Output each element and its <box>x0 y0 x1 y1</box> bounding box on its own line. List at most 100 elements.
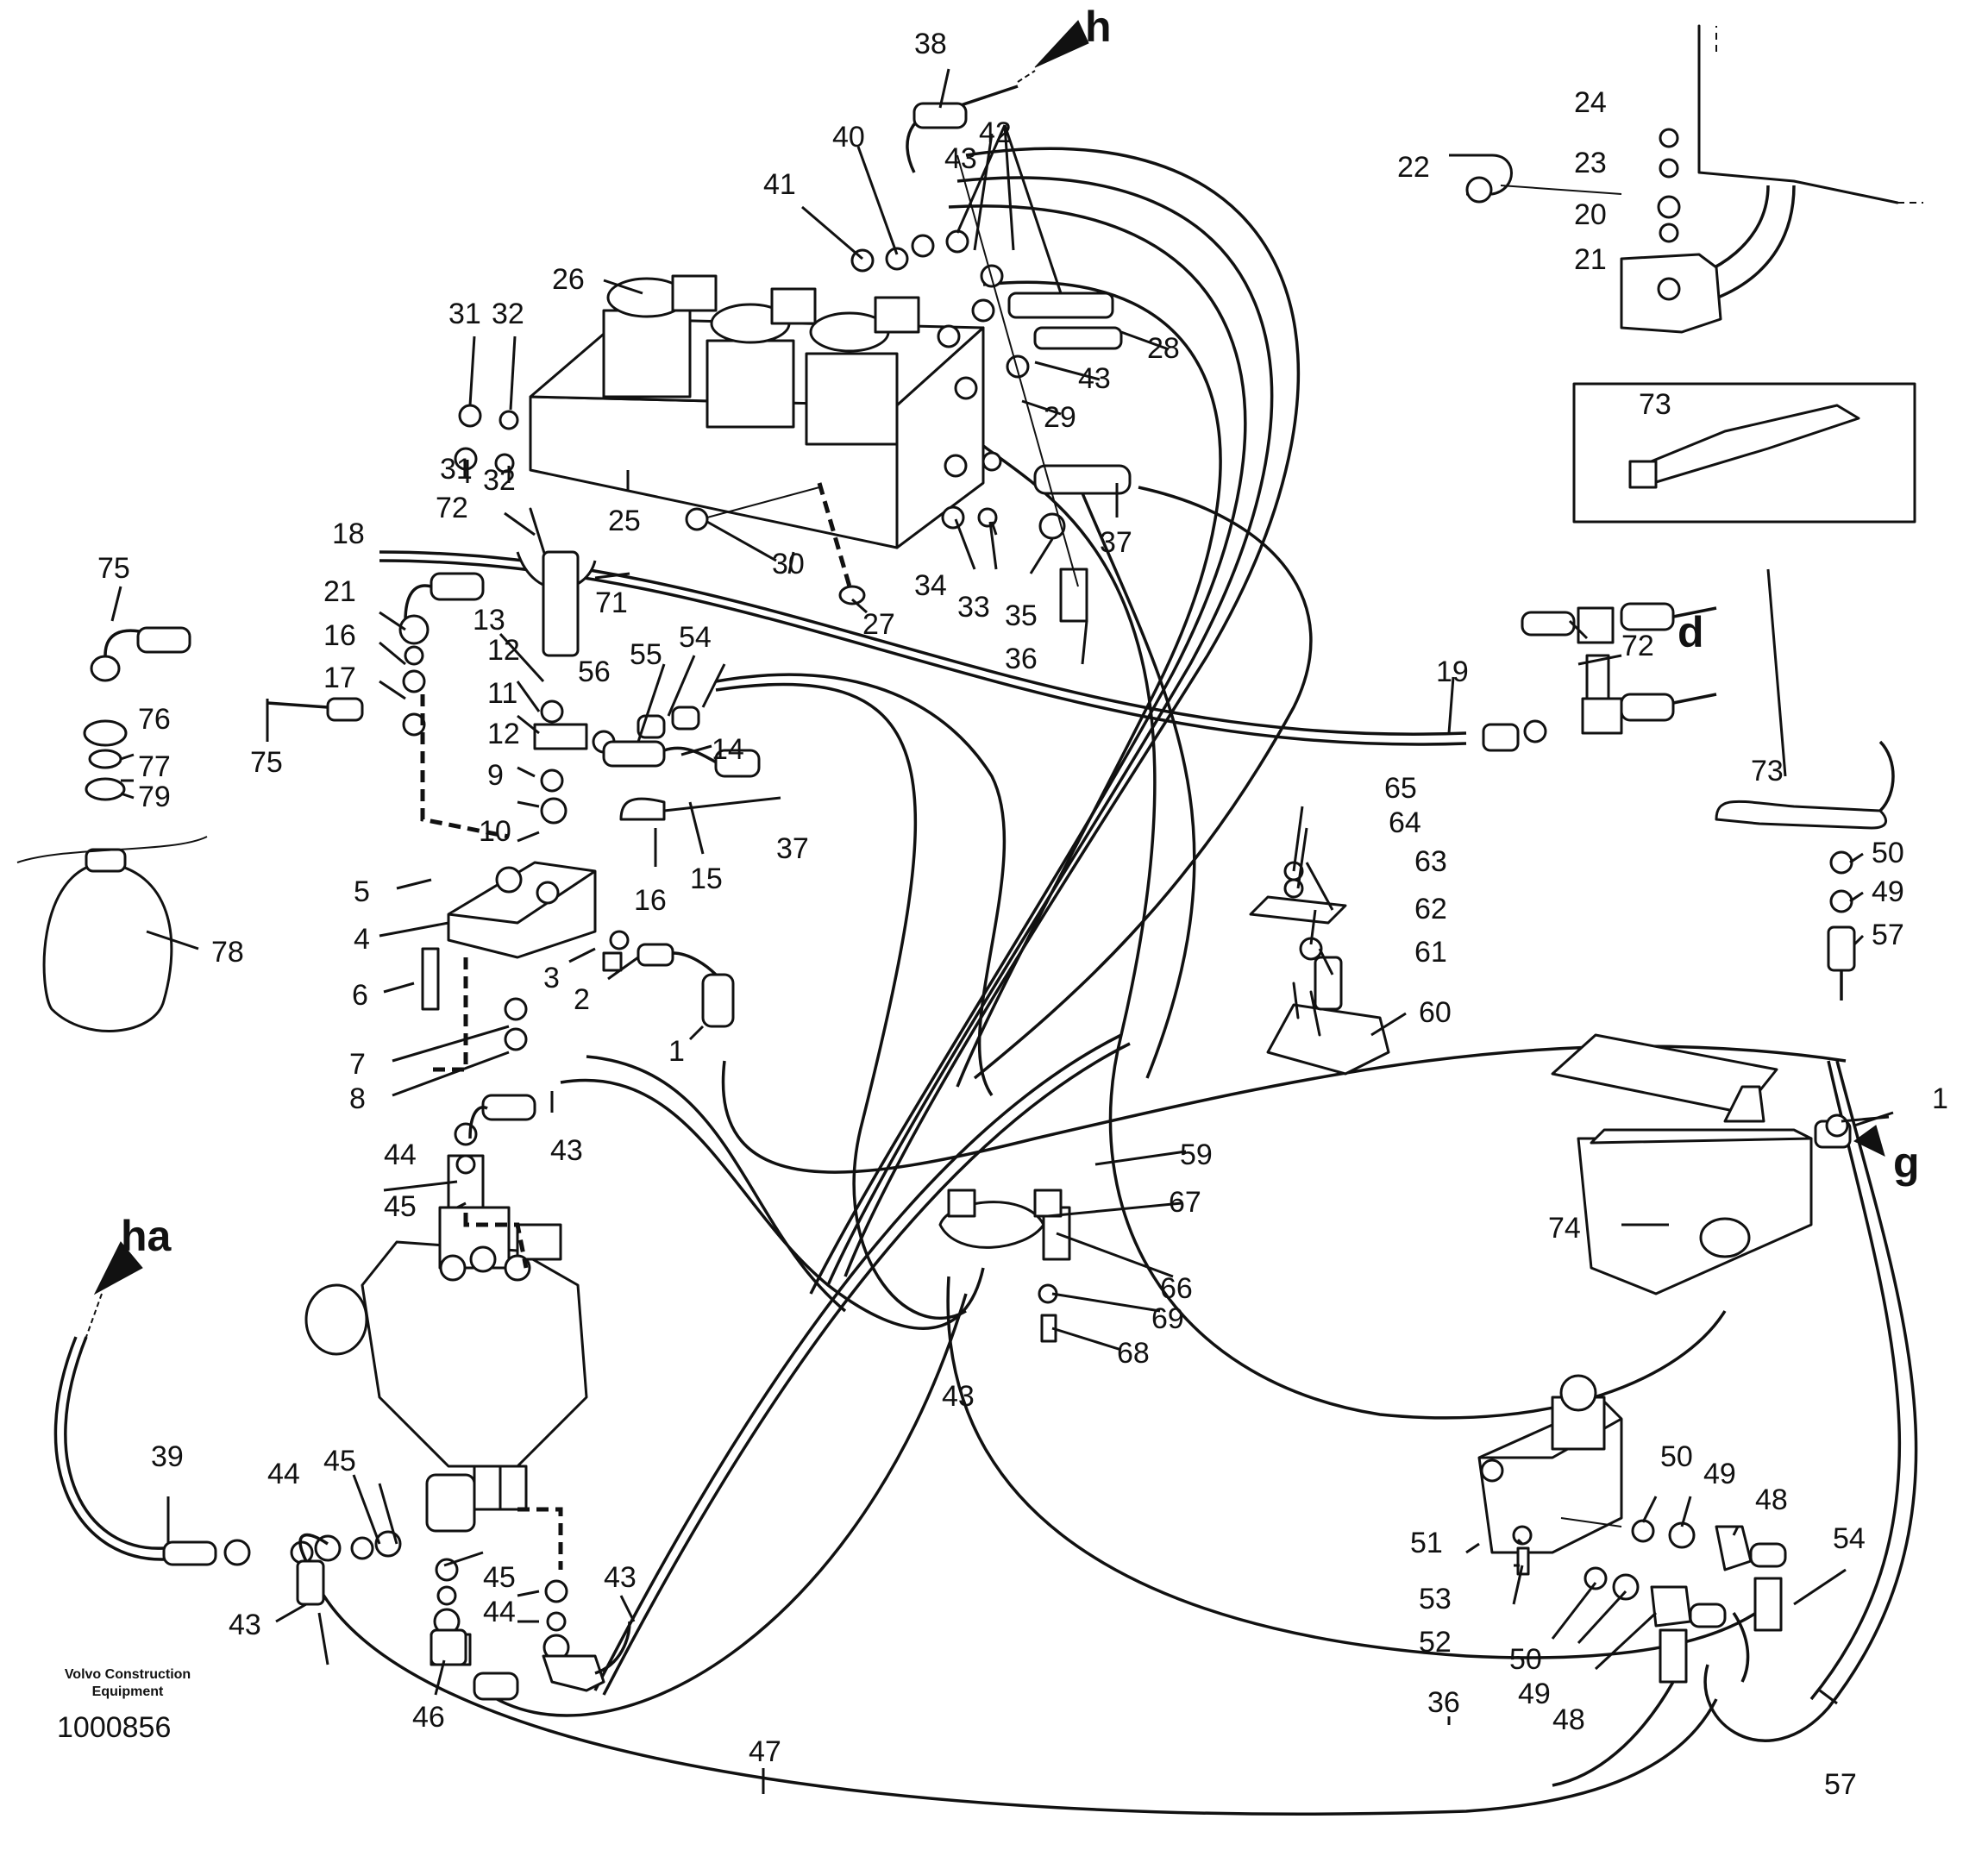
callout-49: 49 <box>1872 875 1904 908</box>
callout-52: 52 <box>1419 1626 1452 1659</box>
callout-47: 47 <box>749 1735 781 1768</box>
clamp-65 <box>938 1189 1071 1343</box>
callout-66: 67 <box>1169 1186 1201 1219</box>
callout-43b: 43 <box>1078 362 1111 395</box>
callout-32: 32 <box>492 298 524 330</box>
callout-44b: 44 <box>267 1458 300 1490</box>
callout-55: 55 <box>630 638 662 671</box>
callout-50c: 50 <box>1509 1643 1542 1676</box>
letter-g: g <box>1893 1138 1920 1187</box>
callout-43e: 43 <box>604 1561 637 1594</box>
callout-45b: 45 <box>323 1445 356 1477</box>
callout-18: 17 <box>323 662 356 694</box>
callout-34: 34 <box>914 569 947 602</box>
callout-10: 10 <box>479 815 511 848</box>
callout-1b: 1 <box>1932 1082 1948 1115</box>
callout-4: 4 <box>354 923 370 956</box>
callout-70: 72 <box>436 492 468 524</box>
callout-28: 28 <box>1147 332 1180 365</box>
callout-31b: 31 <box>440 453 473 486</box>
callout-17: 16 <box>323 619 356 652</box>
callout-20: 20 <box>1574 198 1607 231</box>
callout-36: 36 <box>1005 643 1038 675</box>
callout-76: 76 <box>138 703 171 736</box>
brand-line-2: Equipment <box>91 1684 164 1699</box>
callout-29: 29 <box>1044 401 1076 434</box>
callout-45: 45 <box>384 1190 417 1223</box>
callout-64: 65 <box>1384 772 1417 805</box>
callout-37b: 37 <box>776 832 809 865</box>
brake-pedal-valve <box>1551 1033 1852 1295</box>
callout-46: 46 <box>412 1701 445 1734</box>
callout-72: 72 <box>1621 630 1654 662</box>
strap-box <box>1572 382 1916 524</box>
callout-51: 51 <box>1410 1527 1443 1559</box>
callout-67: 68 <box>1117 1337 1150 1370</box>
callout-71: 73 <box>1639 388 1671 421</box>
callout-30: 30 <box>772 548 805 580</box>
callout-49c: 49 <box>1518 1678 1551 1710</box>
callout-21: 21 <box>323 575 356 608</box>
callout-69: 71 <box>595 586 628 619</box>
callout-33: 33 <box>957 591 990 624</box>
callout-23: 23 <box>1574 147 1607 179</box>
callout-15: 15 <box>690 862 723 895</box>
callout-68: 69 <box>1151 1302 1184 1335</box>
callout-36b: 36 <box>1427 1686 1460 1719</box>
accumulator <box>16 626 208 1032</box>
callout-58: 59 <box>1180 1138 1213 1171</box>
callout-41: 41 <box>763 168 796 201</box>
callout-44: 44 <box>384 1138 417 1171</box>
callout-38: 38 <box>914 28 947 60</box>
callout-31: 31 <box>448 298 481 330</box>
letter-h: h <box>1085 3 1112 51</box>
direction-letters: h ha d g <box>121 3 1920 1260</box>
callout-1: 1 <box>668 1035 685 1068</box>
callout-43: 43 <box>944 142 977 175</box>
callout-57: 57 <box>1872 919 1904 951</box>
leader-lines <box>110 68 1894 1794</box>
callout-59: 60 <box>1419 996 1452 1029</box>
callout-57b: 57 <box>1824 1768 1857 1801</box>
callout-43d: 43 <box>229 1609 261 1641</box>
arrow-ha-icon <box>93 1241 143 1295</box>
letter-ha: ha <box>121 1212 172 1260</box>
bracket-59 <box>1249 861 1390 1076</box>
callout-54b: 54 <box>1833 1522 1866 1555</box>
callout-73: 73 <box>1751 755 1784 787</box>
callout-48b: 48 <box>1552 1703 1585 1736</box>
callout-77: 77 <box>138 750 171 783</box>
callout-26: 26 <box>552 263 585 296</box>
callout-65: 66 <box>1160 1272 1193 1305</box>
callout-43c: 43 <box>550 1134 583 1167</box>
brand-line-1: Volvo Construction <box>64 1667 191 1682</box>
callout-40: 40 <box>832 121 865 154</box>
callout-9: 9 <box>487 759 504 792</box>
callout-60: 61 <box>1414 936 1447 969</box>
top-right-fittings <box>1449 24 1899 334</box>
callout-13: 13 <box>473 604 505 637</box>
callout-49b: 49 <box>1703 1458 1736 1490</box>
callout-63: 64 <box>1389 806 1421 839</box>
callout-12b: 12 <box>487 718 520 750</box>
callout-6: 6 <box>352 979 368 1012</box>
callout-2: 2 <box>574 983 590 1016</box>
control-valve <box>304 1094 631 1701</box>
callout-32b: 32 <box>483 464 516 497</box>
callout-50b: 50 <box>1660 1440 1693 1473</box>
callout-11: 11 <box>487 677 517 710</box>
callout-37: 37 <box>1100 526 1132 559</box>
callout-78: 78 <box>211 936 244 969</box>
callout-50: 50 <box>1872 837 1904 869</box>
callout-35: 35 <box>1005 599 1038 632</box>
handle-73 <box>1715 740 1895 1000</box>
callout-24: 24 <box>1574 86 1607 119</box>
letter-d: d <box>1678 608 1704 656</box>
callout-62: 63 <box>1414 845 1447 878</box>
callout-8: 8 <box>349 1082 366 1115</box>
solenoid-valve-block <box>454 85 1132 623</box>
callout-44c: 44 <box>483 1596 516 1628</box>
callout-75: 75 <box>97 552 130 585</box>
callout-39: 39 <box>151 1440 184 1473</box>
